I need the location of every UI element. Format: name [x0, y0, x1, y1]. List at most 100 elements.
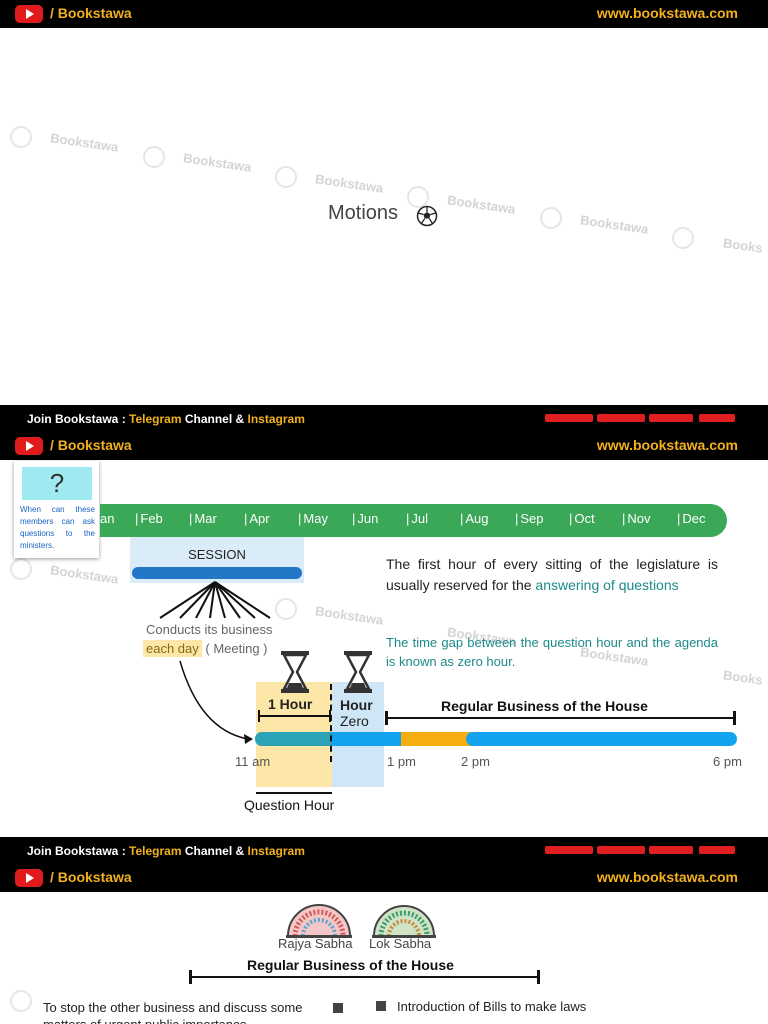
month-label: Mar [189, 511, 217, 526]
watermark: Bookstawa [182, 150, 252, 174]
bracket-tick [189, 970, 192, 984]
youtube-icon[interactable] [15, 437, 43, 455]
watermark-logo-icon [10, 126, 32, 148]
question-mark: ? [22, 467, 92, 500]
bracket-tick [385, 711, 388, 725]
watermark-logo-icon [10, 990, 32, 1012]
brand-name: / Bookstawa [50, 869, 132, 885]
telegram-link[interactable]: Telegram [129, 844, 181, 858]
question-hour-underline [256, 792, 332, 794]
watermark: Bookstawa [49, 562, 119, 586]
month-label: Aug [460, 511, 489, 526]
watermark: Bookstawa [579, 212, 649, 236]
watermark: Books [722, 667, 763, 687]
month-label: Oct [569, 511, 595, 526]
segment-cap [466, 732, 476, 746]
parliament-icon [372, 902, 436, 938]
join-bar: Join Bookstawa : Telegram Channel & Inst… [0, 405, 768, 433]
first-hour-description: The first hour of every sitting of the l… [386, 554, 718, 596]
month-label: May [298, 511, 328, 526]
month-label: Nov [622, 511, 651, 526]
session-label: SESSION [130, 547, 304, 562]
watermark-logo-icon [672, 227, 694, 249]
regular-business-bracket [386, 717, 736, 719]
time-6pm: 6 pm [713, 754, 742, 769]
question-card: ? When can these members can ask questio… [14, 461, 99, 558]
instagram-link[interactable]: Instagram [248, 844, 305, 858]
zero-label: Zero [340, 713, 369, 729]
watermark-logo-icon [275, 166, 297, 188]
watermark: Books [722, 235, 763, 255]
red-bars-decoration [545, 846, 735, 854]
month-label: Apr [244, 511, 270, 526]
watermark: Bookstawa [314, 171, 384, 195]
watermark-logo-icon [10, 558, 32, 580]
lok-sabha-label: Lok Sabha [369, 936, 431, 951]
bullet-square [376, 1001, 386, 1011]
watermark-logo-icon [540, 207, 562, 229]
bracket-tick [537, 970, 540, 984]
stop-business-item: To stop the other business and discuss s… [43, 999, 333, 1024]
session-bar [132, 567, 302, 579]
month-label: Feb [135, 511, 163, 526]
parliament-icon [286, 902, 352, 938]
soccer-ball-icon [416, 205, 438, 227]
hourglass-icon [342, 650, 374, 694]
bracket-tick [733, 711, 736, 725]
each-day-line: each day ( Meeting ) [143, 641, 268, 656]
red-bars-decoration [545, 414, 735, 422]
dashed-divider [330, 684, 332, 762]
instagram-link[interactable]: Instagram [248, 412, 305, 426]
time-11am: 11 am [235, 754, 270, 769]
answering-highlight: answering of questions [535, 577, 678, 593]
watermark-logo-icon [275, 598, 297, 620]
question-hour-label: Question Hour [244, 797, 334, 813]
time-2pm: 2 pm [461, 754, 490, 769]
watermark-logo-icon [143, 146, 165, 168]
site-link[interactable]: www.bookstawa.com [597, 437, 738, 453]
telegram-link[interactable]: Telegram [129, 412, 181, 426]
hour-label: Hour [340, 697, 373, 713]
brand-name: / Bookstawa [50, 5, 132, 21]
join-bar: Join Bookstawa : Telegram Channel & Inst… [0, 837, 768, 865]
watermark: Bookstawa [49, 130, 119, 154]
watermark: Bookstawa [446, 192, 516, 216]
time-1pm: 1 pm [387, 754, 416, 769]
conducts-text: Conducts its business [146, 622, 272, 637]
each-day-highlight: each day [143, 640, 202, 657]
bracket-tick [258, 710, 260, 722]
join-prefix: Join Bookstawa : [27, 412, 129, 426]
month-label: Jul [406, 511, 428, 526]
month-label: Jun [352, 511, 378, 526]
introduction-bills-item: Introduction of Bills to make laws [397, 999, 586, 1014]
header-bar-1: / Bookstawa www.bookstawa.com [0, 0, 768, 28]
regular-business-bracket [190, 976, 540, 978]
lunch-segment [401, 732, 473, 746]
month-label: Sep [515, 511, 544, 526]
bullet-square [333, 1003, 343, 1013]
site-link[interactable]: www.bookstawa.com [597, 5, 738, 21]
question-card-text: When can these members can ask questions… [20, 504, 95, 552]
hourglass-icon [279, 650, 311, 694]
site-link[interactable]: www.bookstawa.com [597, 869, 738, 885]
header-bar-3: / Bookstawa www.bookstawa.com [0, 864, 768, 892]
month-label: an [100, 511, 114, 526]
youtube-icon[interactable] [15, 5, 43, 23]
channel-and: Channel & [182, 412, 248, 426]
slide-title: Motions [328, 202, 398, 225]
rajya-sabha-label: Rajya Sabha [278, 936, 352, 951]
brand-name: / Bookstawa [50, 437, 132, 453]
month-label: Dec [677, 511, 706, 526]
zero-hour-description: The time gap between the question hour a… [386, 633, 718, 671]
regular-business-label: Regular Business of the House [441, 698, 648, 714]
one-hour-label: 1 Hour [268, 696, 312, 712]
question-hour-segment [255, 732, 332, 746]
regular-business-label: Regular Business of the House [247, 957, 454, 973]
channel-and: Channel & [182, 844, 248, 858]
watermark: Bookstawa [314, 603, 384, 627]
youtube-icon[interactable] [15, 869, 43, 887]
header-bar-2: / Bookstawa www.bookstawa.com [0, 432, 768, 460]
meeting-text: ( Meeting ) [202, 641, 268, 656]
one-hour-bracket [259, 715, 330, 717]
join-prefix: Join Bookstawa : [27, 844, 129, 858]
